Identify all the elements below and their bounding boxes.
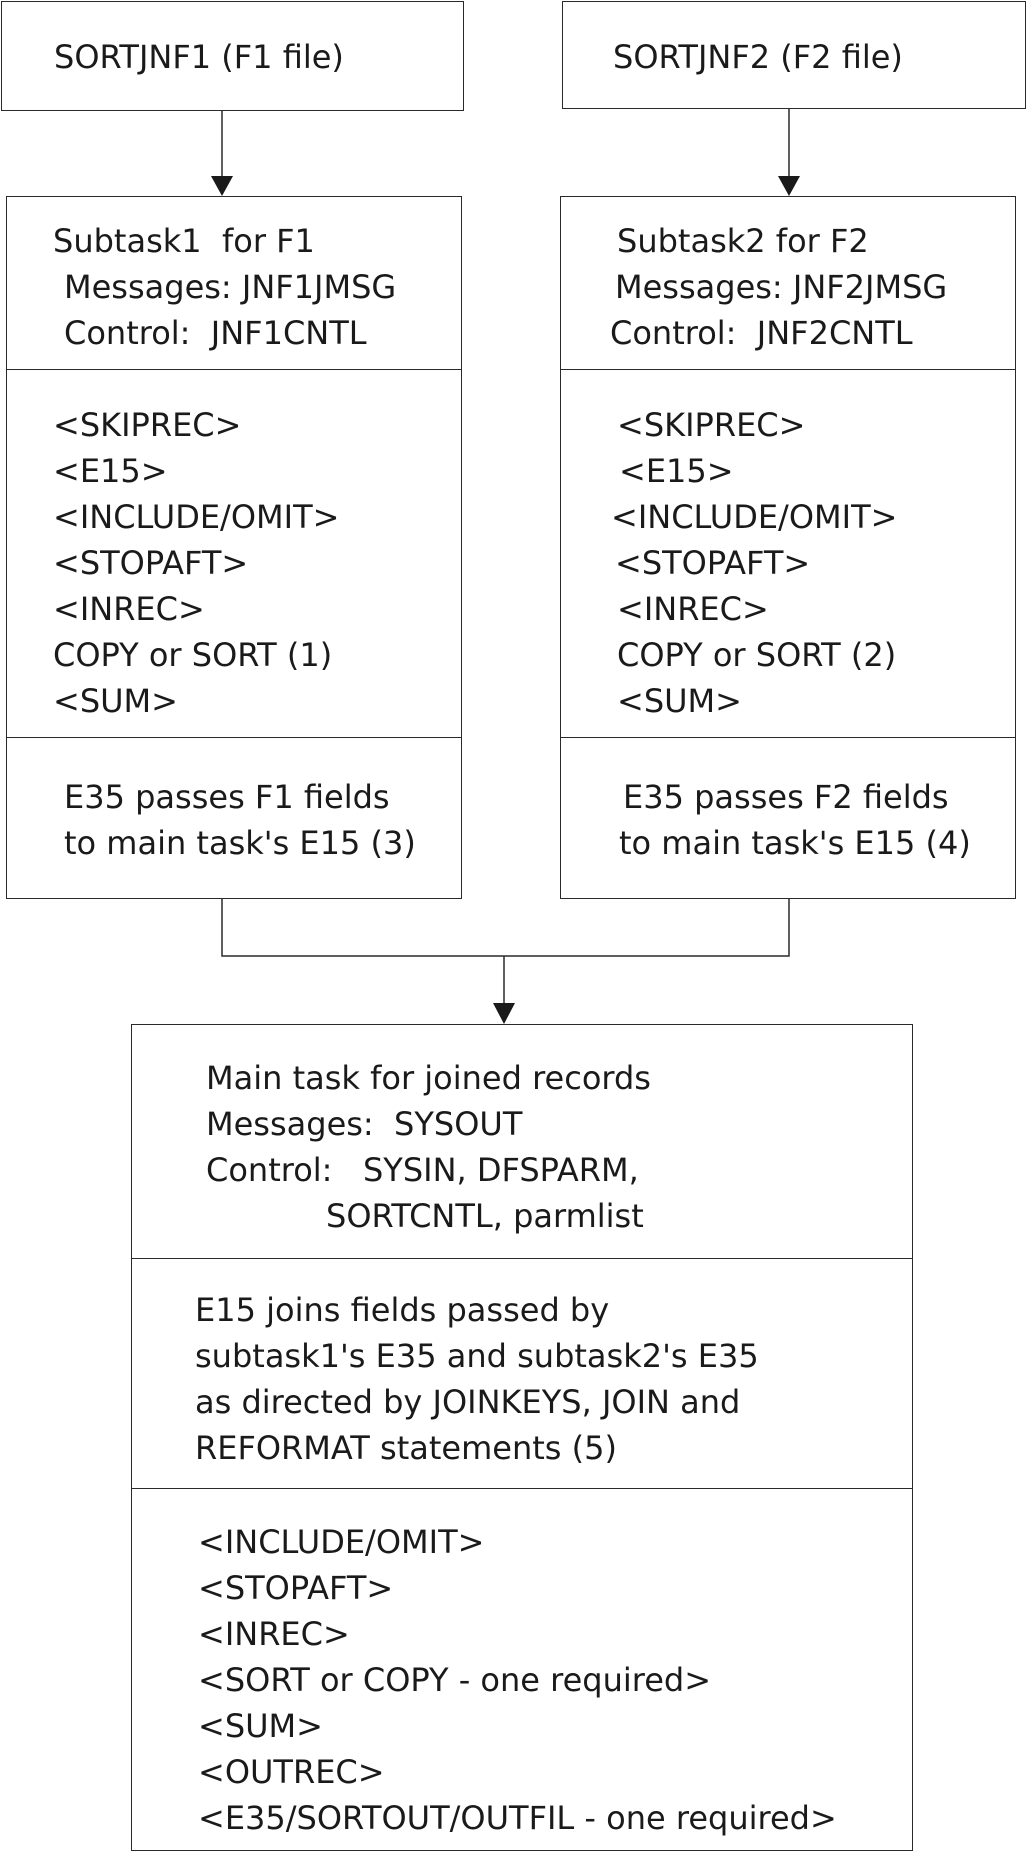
subtask1-divider-1 (7, 369, 461, 370)
main-stmt: <INREC> (198, 1615, 350, 1653)
subtask1-divider-2 (7, 737, 461, 738)
main-stmt: <SUM> (198, 1707, 323, 1745)
subtask1-control: Control: JNF1CNTL (64, 314, 367, 352)
arrow-head-main (493, 1003, 515, 1024)
main-join-text: E15 joins fields passed by (195, 1291, 610, 1329)
subtask2-divider-2 (561, 737, 1015, 738)
main-divider-1 (132, 1258, 912, 1259)
arrow-head-f1 (211, 176, 233, 196)
subtask2-e35: to main task's E15 (4) (619, 824, 971, 862)
main-join-text: subtask1's E35 and subtask2's E35 (195, 1337, 759, 1375)
subtask2-stmt: <SKIPREC> (617, 406, 806, 444)
main-stmt: <SORT or COPY - one required> (198, 1661, 712, 1699)
subtask2-stmt: <E15> (619, 452, 734, 490)
main-stmt: <INCLUDE/OMIT> (198, 1523, 485, 1561)
subtask2-box: Subtask2 for F2 Messages: JNF2JMSG Contr… (560, 196, 1016, 899)
subtask1-stmt: <INCLUDE/OMIT> (53, 498, 340, 536)
main-stmt: <OUTREC> (198, 1753, 385, 1791)
f1-file-label: SORTJNF1 (F1 file) (54, 38, 344, 76)
subtask2-messages: Messages: JNF2JMSG (615, 268, 948, 306)
main-join-text: as directed by JOINKEYS, JOIN and (195, 1383, 741, 1421)
subtask1-stmt: <SUM> (53, 682, 178, 720)
subtask2-control: Control: JNF2CNTL (610, 314, 913, 352)
main-divider-2 (132, 1488, 912, 1489)
subtask2-stmt: <STOPAFT> (615, 544, 811, 582)
main-messages: Messages: SYSOUT (206, 1105, 523, 1143)
subtask1-stmt: <SKIPREC> (53, 406, 242, 444)
main-task-box: Main task for joined records Messages: S… (131, 1024, 913, 1851)
subtask2-stmt: <INCLUDE/OMIT> (611, 498, 898, 536)
subtask2-divider-1 (561, 369, 1015, 370)
subtask2-title: Subtask2 for F2 (617, 222, 869, 260)
subtask1-e35: to main task's E15 (3) (64, 824, 416, 862)
main-control-cont: SORTCNTL, parmlist (326, 1197, 644, 1235)
subtask1-title: Subtask1 for F1 (53, 222, 315, 260)
subtask1-stmt: COPY or SORT (1) (53, 636, 333, 674)
f1-file-box: SORTJNF1 (F1 file) (1, 1, 464, 111)
subtask1-e35: E35 passes F1 fields (64, 778, 390, 816)
subtask2-stmt: <INREC> (617, 590, 769, 628)
main-title: Main task for joined records (206, 1059, 651, 1097)
subtask1-box: Subtask1 for F1 Messages: JNF1JMSG Contr… (6, 196, 462, 899)
main-stmt: <E35/SORTOUT/OUTFIL - one required> (198, 1799, 837, 1837)
main-join-text: REFORMAT statements (5) (195, 1429, 617, 1467)
f2-file-label: SORTJNF2 (F2 file) (613, 38, 903, 76)
subtask1-messages: Messages: JNF1JMSG (64, 268, 397, 306)
f2-file-box: SORTJNF2 (F2 file) (562, 1, 1026, 109)
subtask1-stmt: <INREC> (53, 590, 205, 628)
subtask1-stmt: <STOPAFT> (53, 544, 249, 582)
subtask2-stmt: COPY or SORT (2) (617, 636, 897, 674)
arrow-head-f2 (778, 176, 800, 196)
main-stmt: <STOPAFT> (198, 1569, 394, 1607)
subtask2-stmt: <SUM> (617, 682, 742, 720)
main-control: Control: SYSIN, DFSPARM, (206, 1151, 639, 1189)
subtask1-stmt: <E15> (53, 452, 168, 490)
subtask2-e35: E35 passes F2 fields (623, 778, 949, 816)
